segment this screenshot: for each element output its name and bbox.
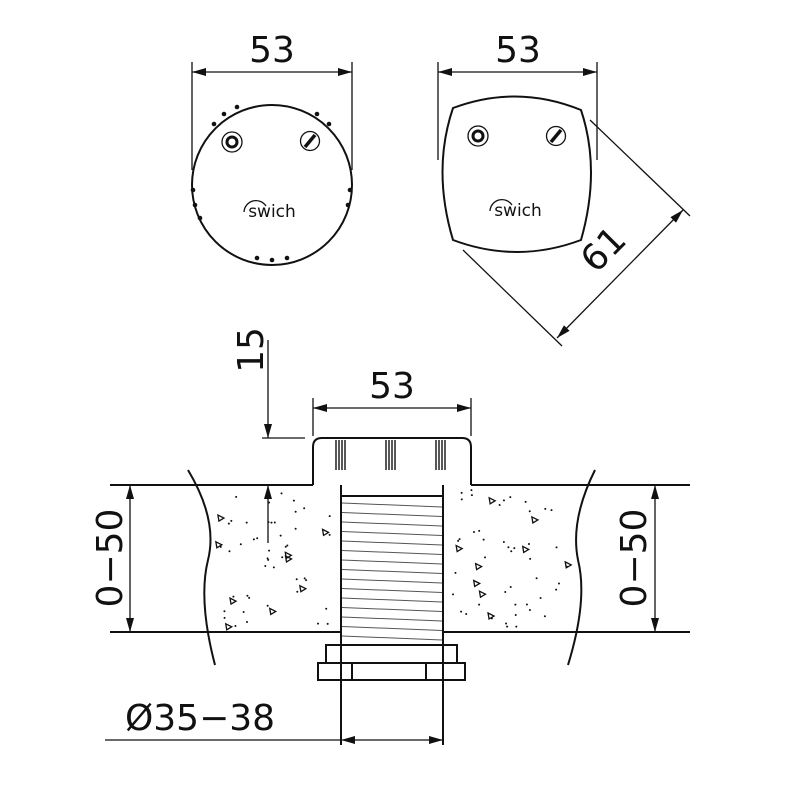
break-line-left [187, 469, 216, 666]
ring-screw-icon [467, 125, 489, 147]
tube-threads [341, 502, 443, 641]
nut [325, 644, 458, 664]
break-line-right [567, 469, 596, 666]
knob-cap [312, 437, 472, 485]
diagonal-dimension-line [556, 209, 684, 339]
thickness-left-label: 0−50 [90, 509, 131, 608]
slot-screw-icon [545, 125, 567, 147]
cap-height-label: 15 [231, 327, 272, 373]
washer [317, 662, 466, 681]
thickness-right-label: 0−50 [614, 509, 655, 608]
cap-grooves [335, 440, 446, 470]
logo-arc [489, 198, 513, 212]
round-knob-outline [191, 104, 353, 266]
knurl-dots [190, 104, 353, 263]
concrete-hatch [214, 489, 573, 631]
cap-width-label: 53 [369, 366, 415, 407]
section-view: 0−50 0−50 53 15 Ø35−38 [90, 327, 690, 745]
swich-logo: swich [494, 201, 542, 221]
swich-logo: swich [248, 202, 296, 222]
slot-screw-icon [299, 130, 321, 152]
logo-arc [243, 199, 267, 213]
round-knob-view: 53 swich [190, 30, 353, 266]
square-knob-view: 53 swich 61 [437, 30, 691, 347]
hole-diameter-label: Ø35−38 [125, 698, 275, 739]
width-label: 53 [495, 30, 541, 71]
width-label: 53 [249, 30, 295, 71]
square-knob-outline [441, 95, 592, 253]
ring-screw-icon [221, 131, 243, 153]
diagonal-label: 61 [573, 219, 634, 280]
